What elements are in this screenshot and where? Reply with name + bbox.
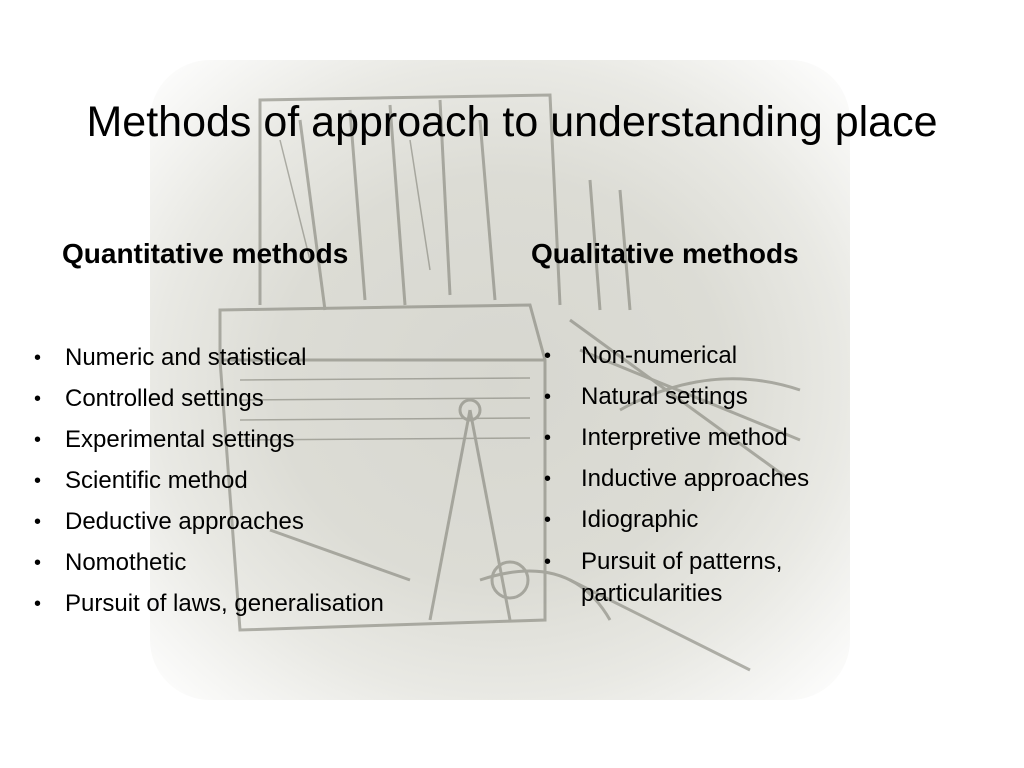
list-item: • Pursuit of patterns, particularities — [544, 546, 881, 610]
quantitative-list: • Numeric and statistical • Controlled set… — [34, 343, 485, 630]
list-item-text: Numeric and statistical — [65, 344, 307, 371]
list-item-text: Inductive approaches — [581, 465, 810, 492]
list-item-text: Scientific method — [65, 467, 248, 494]
bullet-icon: • — [34, 429, 42, 451]
list-item: • Numeric and statistical — [34, 343, 485, 373]
bullet-icon: • — [34, 347, 42, 369]
list-item: • Pursuit of laws, generalisation — [34, 589, 485, 619]
bullet-icon: • — [34, 470, 42, 492]
bullet-icon: • — [34, 511, 42, 533]
list-item: • Scientific method — [34, 466, 485, 496]
bullet-icon: • — [544, 345, 552, 367]
list-item: • Interpretive method — [544, 423, 881, 453]
list-item: • Controlled settings — [34, 384, 485, 414]
bullet-icon: • — [34, 552, 42, 574]
list-item-text: Idiographic — [581, 506, 699, 533]
bullet-icon: • — [34, 388, 42, 410]
list-item: • Nomothetic — [34, 548, 485, 578]
list-item-text: Deductive approaches — [65, 508, 304, 535]
bullet-icon: • — [544, 386, 552, 408]
list-item: • Deductive approaches — [34, 507, 485, 537]
list-item: • Inductive approaches — [544, 464, 881, 494]
list-item: • Non-numerical — [544, 341, 881, 371]
toolbox-illustration — [218, 93, 801, 672]
qualitative-list: • Non-numerical • Natural settings • Interp… — [544, 341, 881, 621]
bullet-icon: • — [544, 551, 552, 573]
list-item: • Experimental settings — [34, 425, 485, 455]
quantitative-heading: Quantitative methods — [62, 238, 349, 269]
qualitative-heading: Qualitative methods — [531, 238, 799, 269]
list-item-text: Interpretive method — [581, 424, 788, 451]
bullet-icon: • — [544, 468, 552, 490]
list-item-text: Pursuit of laws, generalisation — [65, 590, 384, 617]
list-item-text: Non-numerical — [581, 342, 738, 369]
slide-title: Methods of approach to understanding pla… — [86, 98, 938, 146]
list-item: • Idiographic — [544, 505, 881, 535]
list-item-text: Controlled settings — [65, 385, 264, 412]
toolbox-engraving-background — [150, 60, 850, 700]
bullet-icon: • — [34, 593, 42, 615]
list-item: • Natural settings — [544, 382, 881, 412]
bullet-icon: • — [544, 509, 552, 531]
list-item-text: Experimental settings — [65, 426, 295, 453]
list-item-text: Nomothetic — [65, 549, 187, 576]
list-item-text: Pursuit of patterns, particularities — [581, 548, 783, 607]
bullet-icon: • — [544, 427, 552, 449]
list-item-text: Natural settings — [581, 383, 748, 410]
